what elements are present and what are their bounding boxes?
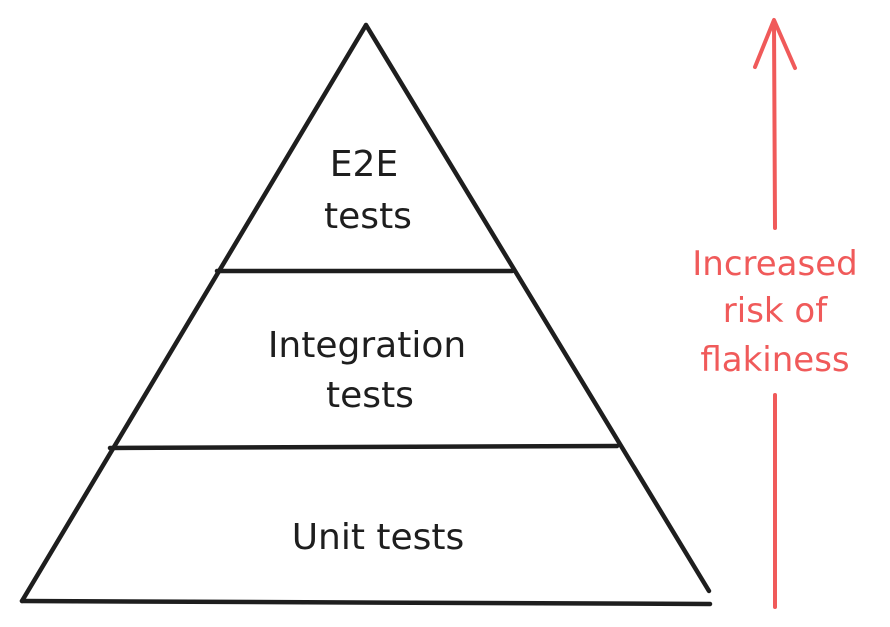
arrow-head-icon <box>753 18 797 70</box>
pyramid-divider-bottom <box>107 443 620 451</box>
pyramid-left-edge <box>19 22 369 604</box>
integration-label-line2: tests <box>326 375 414 416</box>
e2e-label-line2: tests <box>324 196 412 237</box>
integration-label-line1: Integration <box>268 325 466 366</box>
risk-label-line1: Increased <box>692 244 857 284</box>
unit-label: Unit tests <box>292 517 465 558</box>
pyramid-base-line <box>19 598 713 607</box>
e2e-label-line1: E2E <box>330 144 398 185</box>
risk-arrow <box>753 18 797 609</box>
risk-label-line2: risk of <box>723 291 828 331</box>
pyramid <box>19 22 713 607</box>
risk-label-line3: flakiness <box>700 340 849 380</box>
risk-arrow-shaft-upper <box>772 20 777 230</box>
pyramid-right-edge <box>363 22 712 594</box>
